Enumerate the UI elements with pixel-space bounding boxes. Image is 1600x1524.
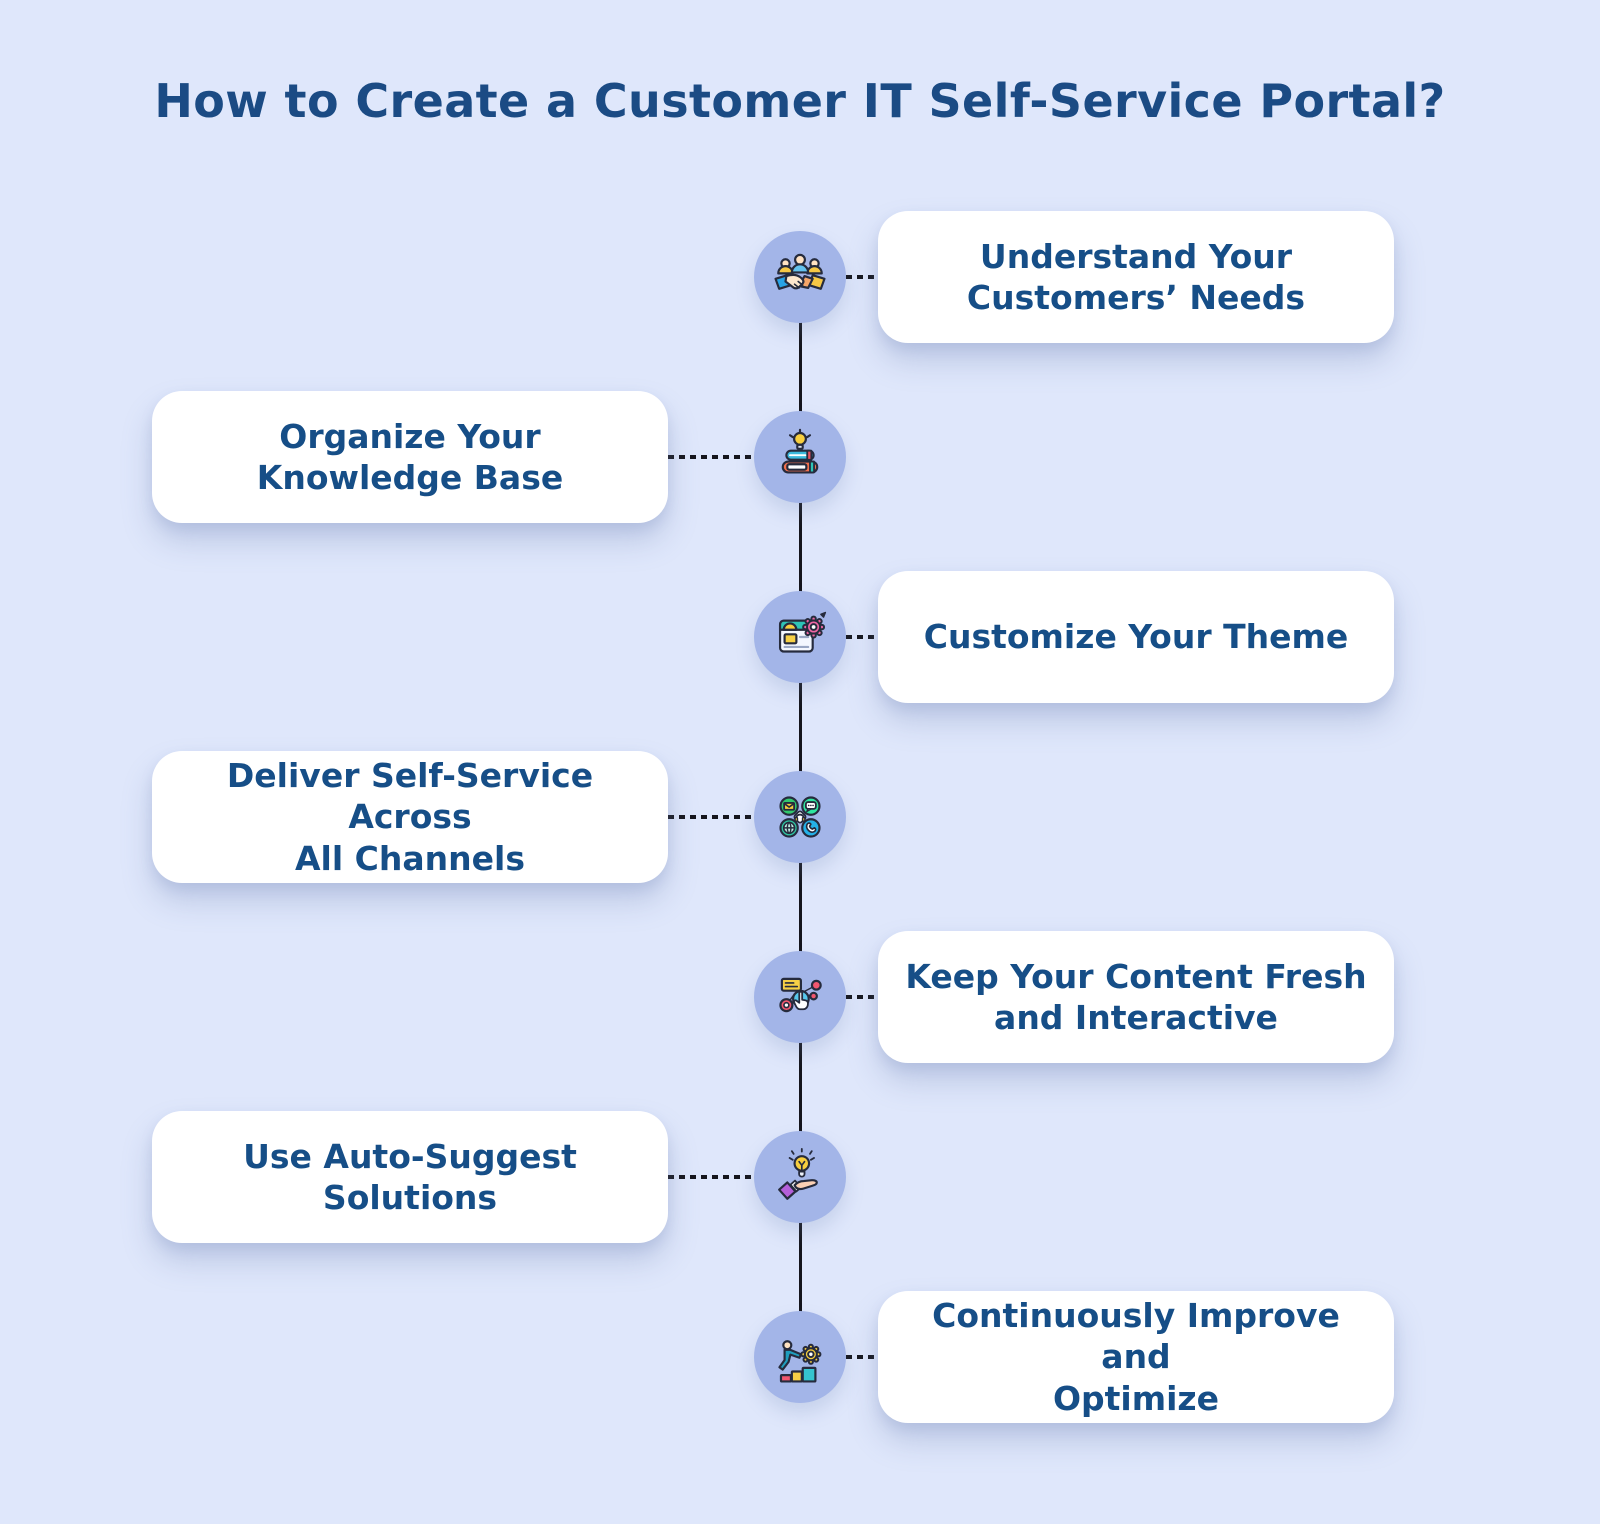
step-card-label: Customize Your Theme [923, 617, 1349, 657]
dotted-connector-line [846, 635, 878, 639]
step-node [754, 591, 846, 683]
step-card: Understand Your Customers’ Needs [878, 211, 1394, 343]
step-card: Deliver Self-Service Across All Channels [152, 751, 668, 883]
step-node [754, 771, 846, 863]
step-card: Use Auto-Suggest Solutions [152, 1111, 668, 1243]
step-card-label: Use Auto-Suggest Solutions [243, 1136, 577, 1217]
step-card-label: Deliver Self-Service Across All Channels [226, 756, 594, 878]
browser-theme-gear-icon [771, 608, 829, 666]
dotted-connector-line [668, 815, 754, 819]
dotted-connector-line [668, 455, 754, 459]
step-card-label: Organize Your Knowledge Base [256, 416, 564, 497]
step-card-label: Continuously Improve and Optimize [932, 1296, 1340, 1418]
improve-gear-stairs-icon [771, 1328, 829, 1386]
knowledge-base-books-bulb-icon [771, 428, 829, 486]
dotted-connector-line [668, 1175, 754, 1179]
step-node [754, 231, 846, 323]
step-card: Keep Your Content Fresh and Interactive [878, 931, 1394, 1063]
step-card-label: Keep Your Content Fresh and Interactive [905, 956, 1367, 1037]
dotted-connector-line [846, 275, 878, 279]
step-card: Continuously Improve and Optimize [878, 1291, 1394, 1423]
dotted-connector-line [846, 1355, 878, 1359]
step-card-label: Understand Your Customers’ Needs [966, 236, 1306, 317]
step-card: Organize Your Knowledge Base [152, 391, 668, 523]
interactive-content-click-icon [771, 968, 829, 1026]
step-node [754, 1131, 846, 1223]
dotted-connector-line [846, 995, 878, 999]
hand-presenting-lightbulb-icon [771, 1148, 829, 1206]
step-node [754, 951, 846, 1043]
team-handshake-icon [771, 248, 829, 306]
step-node [754, 411, 846, 503]
page-title: How to Create a Customer IT Self-Service… [154, 74, 1446, 128]
step-card: Customize Your Theme [878, 571, 1394, 703]
omnichannel-contact-icon [771, 788, 829, 846]
step-node [754, 1311, 846, 1403]
